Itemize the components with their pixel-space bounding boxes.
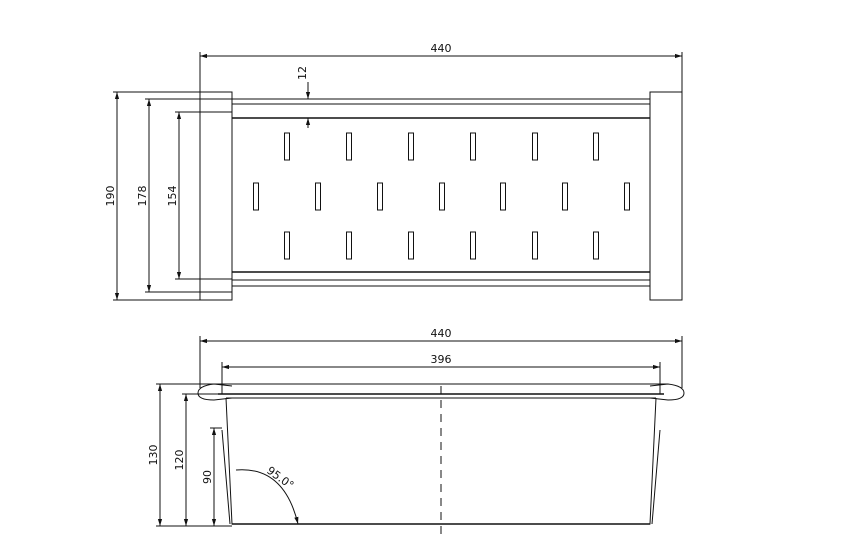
dim-label-120: 120 [173,450,186,471]
dim-label-side-440: 440 [431,327,452,340]
dim-label-12: 12 [296,66,309,80]
drain-slot [562,182,568,211]
drain-slot [284,132,290,161]
top-view: 440 12 190 178 154 [104,42,683,301]
dim-mid-height: 120 [173,393,218,526]
dim-total-height: 130 [147,383,232,527]
left-rim-lip [197,383,233,401]
dim-wall-angle: 95.0° [235,464,299,525]
dim-label-130: 130 [147,445,160,466]
drain-slot [470,132,476,161]
drain-slot [315,182,321,211]
dim-label-154: 154 [166,186,179,207]
dim-mid-width: 178 [136,98,232,293]
drain-slot [624,182,630,211]
dim-label-190: 190 [104,186,117,207]
dim-side-overall-length: 440 [199,327,683,388]
dim-label-178: 178 [136,186,149,207]
drain-slots [253,132,630,260]
drain-slot [284,231,290,260]
left-end-cap [199,91,233,301]
side-view: 440 396 130 120 90 [147,327,685,538]
drain-slot [346,231,352,260]
dim-rail-width: 12 [296,66,311,128]
dim-label-396: 396 [431,353,452,366]
drain-slot [439,182,445,211]
drain-slot [377,182,383,211]
right-rim-lip [649,383,685,401]
dim-label-angle: 95.0° [264,464,296,492]
drain-slot [408,132,414,161]
drain-slot [253,182,259,211]
dim-inner-width: 154 [166,111,232,280]
right-end-cap [649,91,683,301]
dim-label-90: 90 [201,470,214,484]
drain-slot [593,132,599,161]
drain-slot [532,132,538,161]
drain-slot [408,231,414,260]
drain-slot [593,231,599,260]
dim-basket-depth: 90 [201,427,222,526]
drain-slot [532,231,538,260]
dim-top-overall-length: 440 [199,42,683,92]
dim-outer-width: 190 [104,91,200,301]
drain-slot [470,231,476,260]
dim-basket-length: 396 [221,353,661,394]
drain-slot [500,182,506,211]
drain-slot [346,132,352,161]
dim-label-top-440: 440 [431,42,452,55]
